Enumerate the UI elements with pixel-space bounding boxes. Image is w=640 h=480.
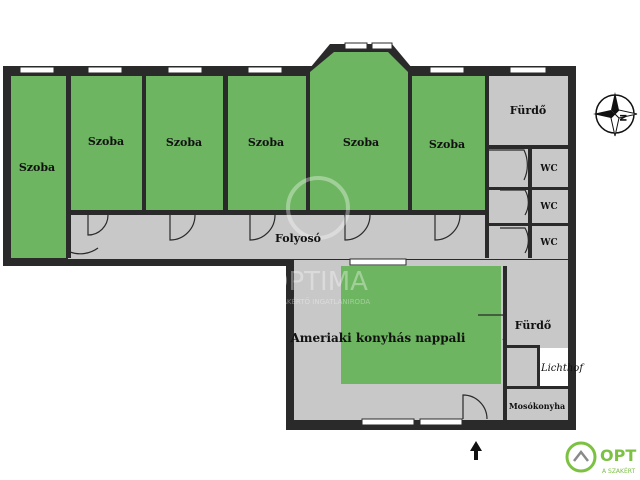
wall-m — [507, 345, 540, 348]
label-wc-1: WC — [539, 164, 557, 174]
wall-d — [306, 76, 310, 212]
label-furdo-bottom: Fürdő — [515, 319, 551, 332]
label-furdo-top: Fürdő — [510, 104, 546, 117]
label-lichthof: Lichthof — [540, 363, 585, 374]
wall-o — [503, 386, 568, 389]
wall-n — [537, 345, 540, 387]
window — [19, 66, 55, 74]
window — [361, 418, 415, 426]
wall-a — [66, 76, 71, 258]
door-swing — [344, 214, 371, 241]
window — [167, 66, 203, 74]
window — [419, 418, 463, 426]
door-swing — [249, 214, 276, 241]
label-nappali: Ameriaki konyhás nappali — [290, 331, 466, 345]
entrance-arrow-icon — [470, 441, 482, 460]
logo-brand: OPT — [600, 446, 636, 465]
label-wc-3: WC — [539, 238, 557, 248]
door-swing — [500, 189, 529, 216]
door-swing — [478, 314, 507, 341]
doors — [69, 149, 529, 420]
wall-b — [142, 76, 146, 212]
label-szoba-4: Szoba — [248, 136, 284, 149]
wall-i — [528, 149, 532, 258]
watermark-ring — [286, 176, 350, 240]
window — [87, 66, 123, 74]
label-wc-2: WC — [539, 202, 557, 212]
wall-k — [489, 223, 568, 226]
optima-logo-icon — [565, 441, 597, 473]
nappali-floor — [341, 266, 501, 384]
wall-l — [503, 266, 507, 420]
label-folyoso: Folyosó — [275, 232, 321, 245]
wall-g — [71, 210, 485, 215]
windows — [19, 42, 547, 426]
door-swing — [87, 214, 109, 236]
szoba-2-floor — [71, 76, 142, 210]
logo-roof — [573, 449, 589, 462]
watermark: OPTIMA A SZAKÉRTŐ INGATLANIRODA — [266, 176, 370, 306]
lichthof-void — [540, 348, 568, 386]
watermark-brand: OPTIMA — [268, 267, 368, 297]
watermark-tagline: A SZAKÉRTŐ INGATLANIRODA — [266, 297, 370, 306]
interior-walls — [66, 76, 568, 420]
window — [429, 66, 465, 74]
label-szoba-5: Szoba — [343, 136, 379, 149]
label-szoba-2: Szoba — [88, 135, 124, 148]
door-swing — [169, 214, 196, 241]
szoba-4-floor — [228, 76, 306, 210]
green-rooms — [11, 52, 501, 384]
optima-logo: OPT A SZAKÉRT — [565, 441, 636, 475]
szoba-1-floor — [11, 76, 66, 258]
label-mosokonyha: Mosókonyha — [509, 401, 565, 411]
door-swing — [462, 394, 488, 420]
window — [349, 258, 407, 266]
wall-j — [489, 187, 568, 190]
compass-icon: N — [593, 92, 638, 137]
door-swing — [500, 227, 529, 254]
room-labels: Szoba Szoba Szoba Szoba Szoba Szoba Fürd… — [19, 104, 586, 411]
logo-tagline: A SZAKÉRT — [602, 467, 635, 475]
szoba-3-floor — [146, 76, 223, 210]
folyoso-floor — [68, 215, 568, 259]
window — [509, 66, 547, 74]
window — [247, 66, 283, 74]
wall-f — [485, 76, 489, 258]
wall-c — [223, 76, 228, 212]
window — [371, 42, 393, 50]
wall-h — [489, 145, 568, 149]
wall-e — [408, 76, 412, 212]
szoba-6-floor — [412, 76, 485, 210]
window — [344, 42, 368, 50]
label-szoba-3: Szoba — [166, 136, 202, 149]
szoba-5-floor — [310, 52, 408, 210]
label-szoba-6: Szoba — [429, 138, 465, 151]
door-swing — [489, 149, 528, 181]
svg-text:N: N — [617, 114, 627, 122]
label-szoba-1: Szoba — [19, 161, 55, 174]
door-swing — [69, 222, 99, 255]
door-swing — [434, 214, 461, 241]
